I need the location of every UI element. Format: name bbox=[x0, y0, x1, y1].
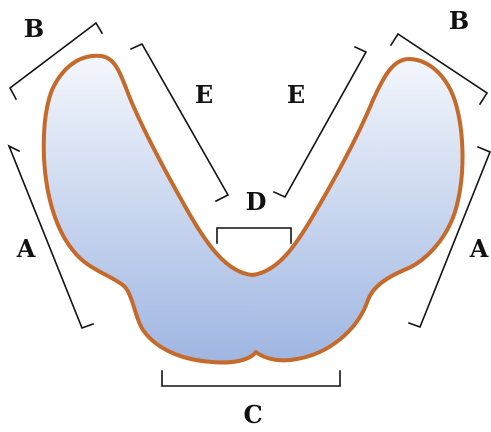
bracket-b-right bbox=[389, 32, 489, 106]
label-a-right: A bbox=[469, 234, 489, 263]
bracket-b-left bbox=[8, 21, 104, 101]
label-d: D bbox=[246, 187, 267, 216]
bracket-c bbox=[161, 370, 341, 387]
bracket-d bbox=[216, 227, 292, 244]
arch-shape bbox=[41, 53, 465, 365]
bracket-e-left bbox=[129, 42, 230, 203]
label-e-right: E bbox=[287, 80, 305, 109]
bracket-a-left bbox=[7, 144, 95, 330]
label-c: C bbox=[243, 400, 262, 429]
label-b-right: B bbox=[449, 6, 469, 35]
label-a-left: A bbox=[16, 234, 36, 263]
label-e-left: E bbox=[195, 80, 213, 109]
bracket-a-right bbox=[407, 145, 491, 329]
bracket-e-right bbox=[272, 45, 368, 199]
label-b-left: B bbox=[24, 14, 44, 43]
